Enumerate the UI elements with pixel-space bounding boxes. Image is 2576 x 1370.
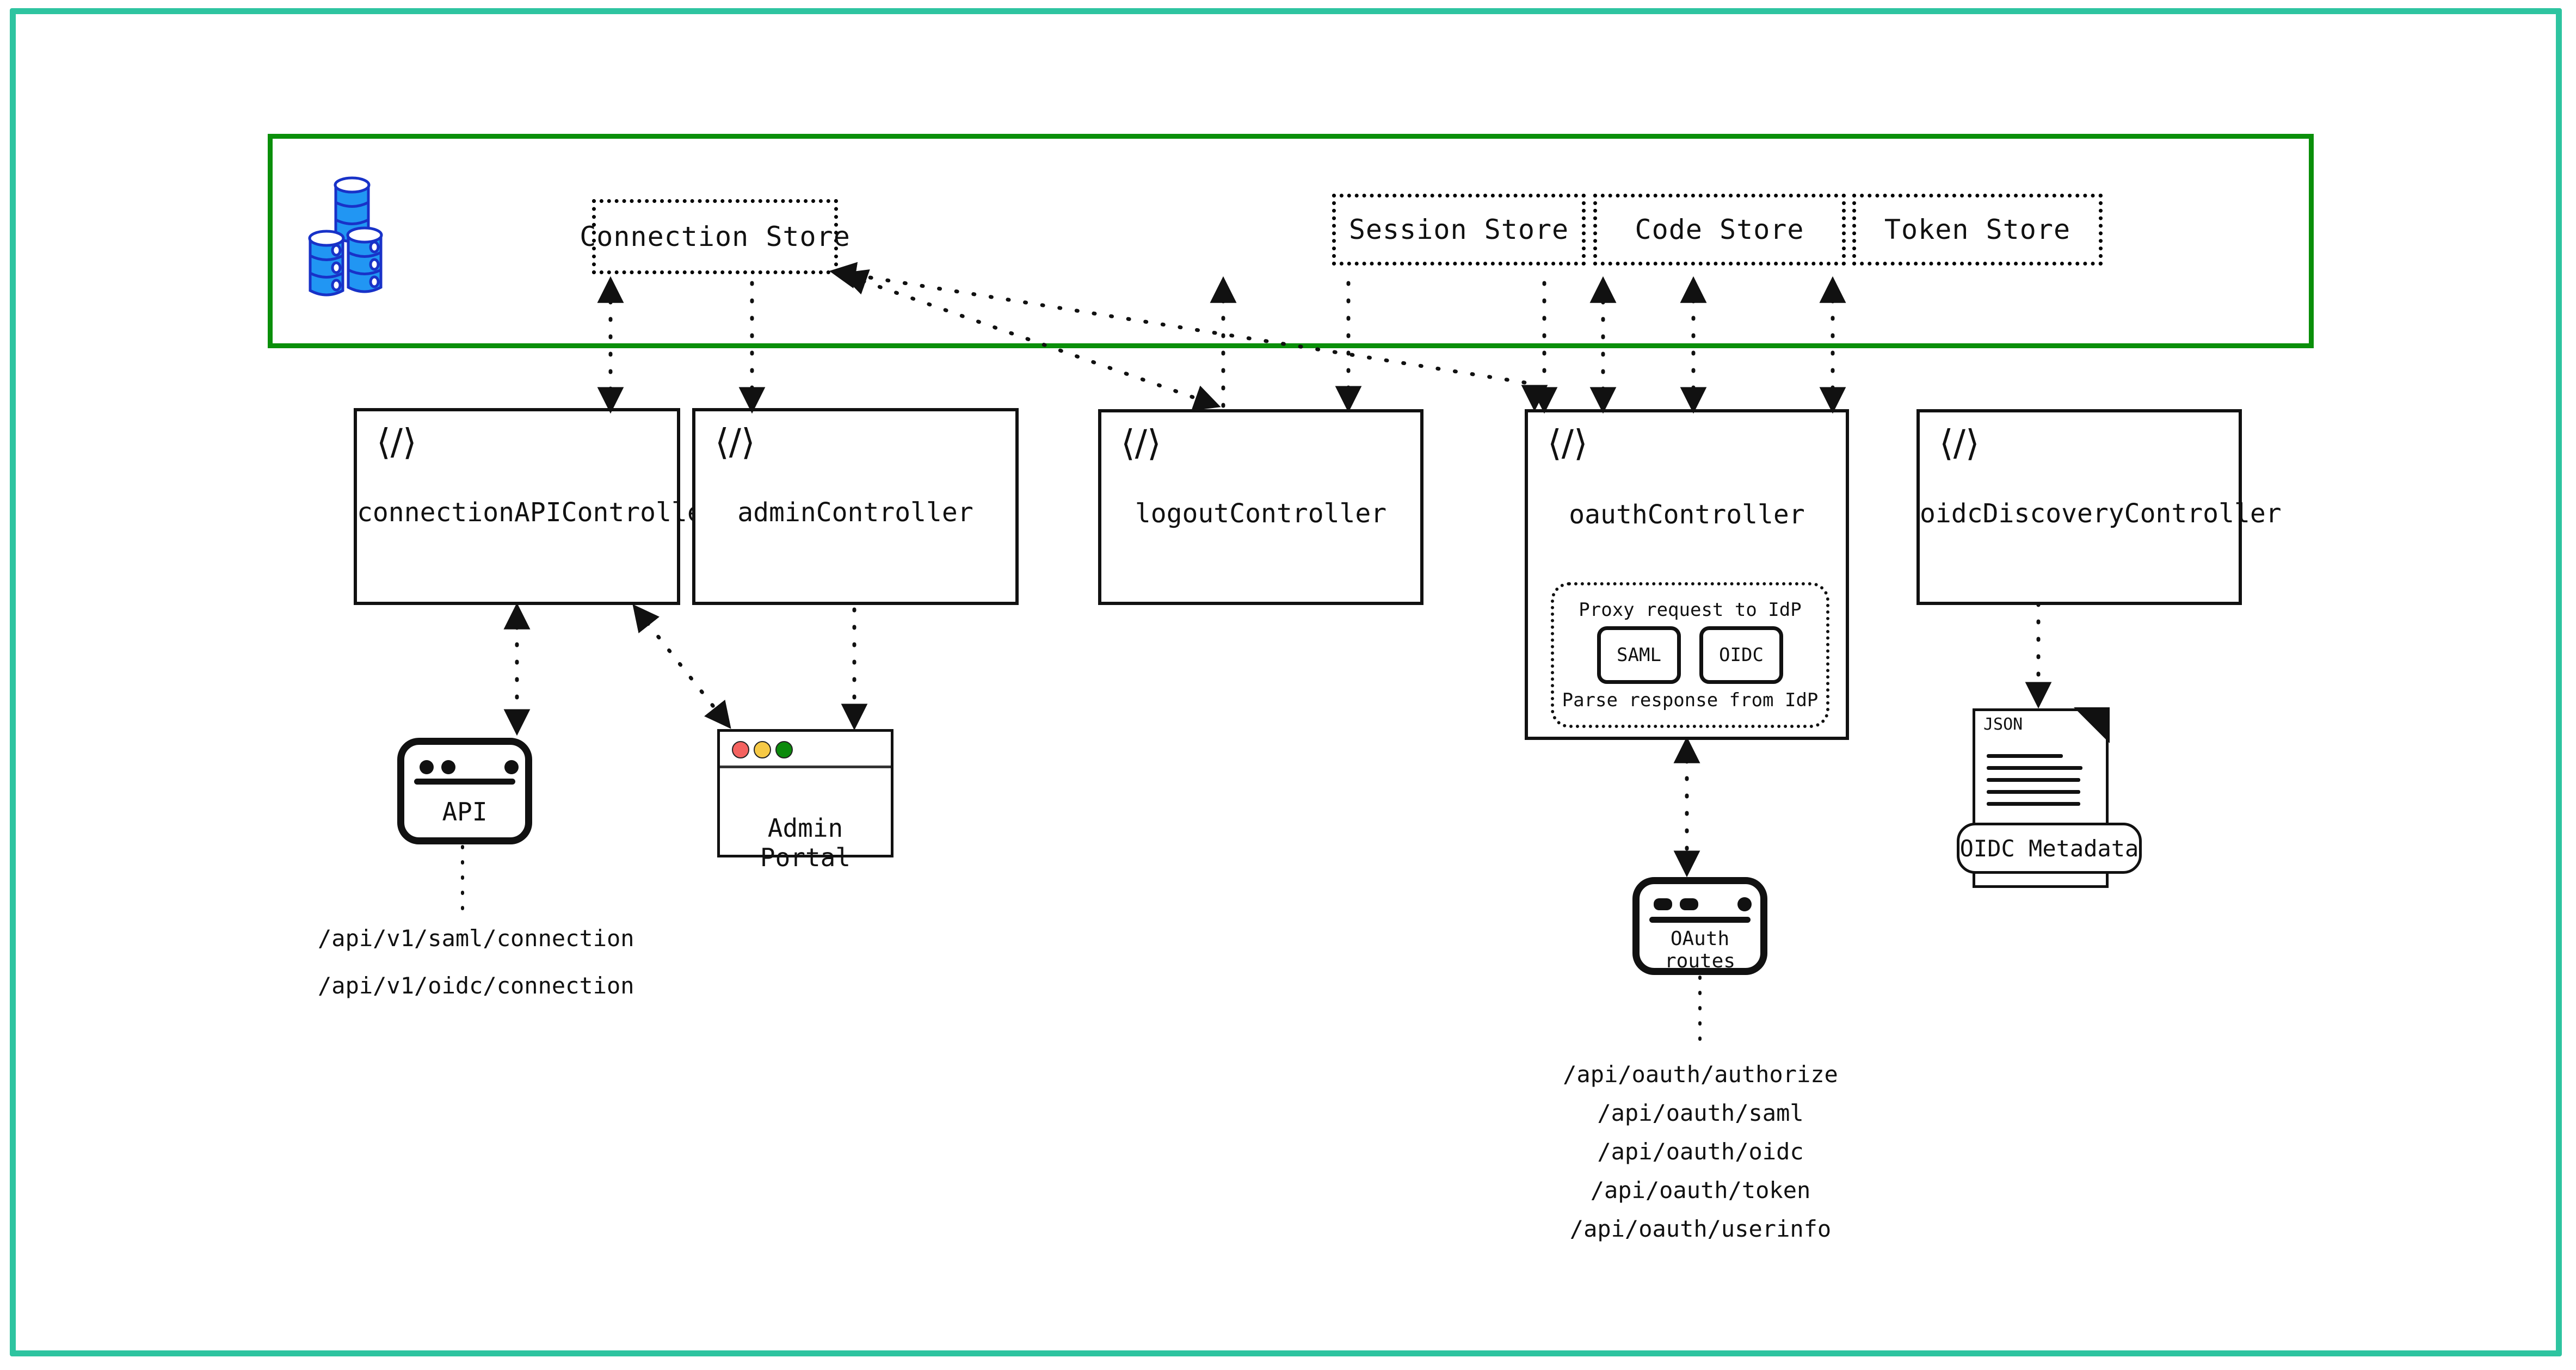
window-divider <box>414 779 515 785</box>
code-brackets-icon: ⟨/⟩ <box>1121 422 1161 464</box>
admin-controller-card[interactable]: ⟨/⟩ adminController <box>692 408 1019 605</box>
document-line <box>1987 778 2080 782</box>
oidc-pill[interactable]: OIDC <box>1699 626 1783 684</box>
oauth-routes-node[interactable]: OAuth routes <box>1632 877 1767 975</box>
document-line <box>1987 790 2080 794</box>
connection-store-label: Connection Store <box>580 221 851 252</box>
endpoint-item: /api/oauth/saml <box>1597 1100 1804 1126</box>
document-fold-icon <box>2074 707 2110 743</box>
code-brackets-icon: ⟨/⟩ <box>1939 422 1980 464</box>
admin-portal-label: Admin Portal <box>760 813 851 872</box>
oidc-label: OIDC <box>1719 644 1764 666</box>
endpoint-item: /api/oauth/oidc <box>1597 1138 1804 1165</box>
connection-api-controller-card[interactable]: ⟨/⟩ connectionAPIController <box>354 408 719 605</box>
json-tag-label: JSON <box>1983 715 2023 734</box>
code-store-label: Code Store <box>1635 214 1804 245</box>
oidc-metadata-label: OIDC Metadata <box>1959 835 2139 862</box>
traffic-light-maximize-icon <box>775 741 793 758</box>
oauth-controller-label: oauthController <box>1569 499 1805 530</box>
oauth-routes-label: OAuth routes <box>1664 928 1736 972</box>
traffic-light-close-icon <box>732 741 749 758</box>
oidc-discovery-controller-card[interactable]: ⟨/⟩ oidcDiscoveryController <box>1916 409 2282 605</box>
code-brackets-icon: ⟨/⟩ <box>377 421 417 463</box>
oauth-endpoints: /api/oauth/authorize /api/oauth/saml /ap… <box>1524 1061 1877 1254</box>
idp-proxy-block: Proxy request to IdP SAML OIDC Parse res… <box>1551 582 1829 728</box>
admin-controller-label: adminController <box>737 497 973 528</box>
admin-portal-node[interactable]: Admin Portal <box>717 729 893 872</box>
window-dot <box>1680 898 1698 910</box>
token-store-label: Token Store <box>1884 214 2071 245</box>
parse-response-label: Parse response from IdP <box>1562 689 1819 711</box>
saml-pill[interactable]: SAML <box>1597 626 1681 684</box>
idp-protocol-pills: SAML OIDC <box>1597 626 1783 684</box>
logout-controller-label: logoutController <box>1135 498 1387 529</box>
endpoint-item: /api/oauth/token <box>1590 1177 1811 1204</box>
api-label: API <box>442 797 488 826</box>
outer-frame <box>10 8 2562 1356</box>
code-store-box[interactable]: Code Store <box>1593 194 1846 266</box>
logout-controller-card[interactable]: ⟨/⟩ logoutController <box>1098 409 1423 605</box>
traffic-light-minimize-icon <box>754 741 771 758</box>
session-store-box[interactable]: Session Store <box>1332 194 1586 266</box>
oidc-discovery-controller-label: oidcDiscoveryController <box>1920 498 2282 529</box>
connection-api-controller-label: connectionAPIController <box>357 497 719 528</box>
document-line <box>1987 766 2082 770</box>
oauth-controller-card[interactable]: ⟨/⟩ oauthController Proxy request to IdP… <box>1525 409 1849 740</box>
browser-titlebar <box>720 732 891 768</box>
endpoint-item: /api/v1/oidc/connection <box>318 972 634 999</box>
oidc-metadata-label-pill: OIDC Metadata <box>1957 823 2142 874</box>
window-dot <box>420 760 434 774</box>
code-brackets-icon: ⟨/⟩ <box>1548 422 1588 464</box>
connection-api-endpoints: /api/v1/saml/connection /api/v1/oidc/con… <box>318 925 634 1020</box>
document-line <box>1987 754 2063 758</box>
window-dot <box>504 760 519 774</box>
endpoint-item: /api/oauth/authorize <box>1563 1061 1838 1088</box>
endpoint-item: /api/oauth/userinfo <box>1569 1215 1832 1242</box>
window-dot <box>1654 898 1672 910</box>
database-cylinders-icon <box>305 174 435 299</box>
api-node[interactable]: API <box>397 738 532 844</box>
code-brackets-icon: ⟨/⟩ <box>715 421 755 463</box>
token-store-box[interactable]: Token Store <box>1852 194 2103 266</box>
window-dot <box>441 760 455 774</box>
saml-label: SAML <box>1617 644 1661 666</box>
endpoint-item: /api/v1/saml/connection <box>318 925 634 952</box>
session-store-label: Session Store <box>1348 214 1569 245</box>
window-divider <box>1649 917 1751 923</box>
connection-store-box[interactable]: Connection Store <box>580 199 850 274</box>
document-line <box>1987 802 2080 806</box>
window-dot <box>1737 897 1752 911</box>
proxy-request-label: Proxy request to IdP <box>1579 599 1802 621</box>
